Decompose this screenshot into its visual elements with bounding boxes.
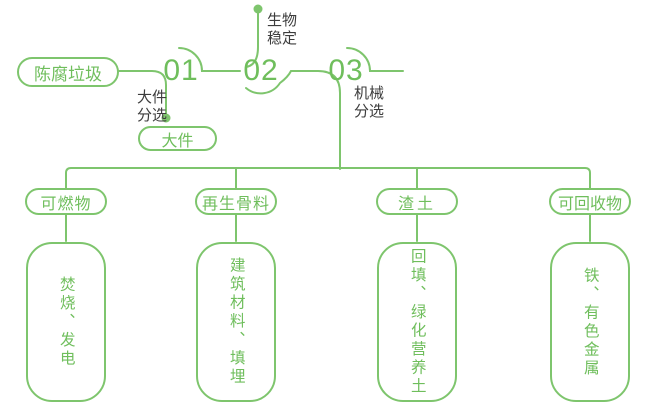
outcome-box-combustibles: 焚烧、发电 — [26, 242, 106, 402]
category-label: 再生骨料 — [201, 195, 270, 213]
step-label-mechanical-sorting: 机械 分选 — [354, 85, 385, 120]
arc-step02-and-feed — [245, 70, 341, 170]
category-pill-recyclables: 可回收物 — [549, 188, 631, 215]
category-label: 可燃物 — [40, 195, 92, 213]
step-label-bulky-sorting: 大件 分选 — [137, 89, 168, 124]
outcome-text: 焚烧、发电 — [57, 275, 75, 369]
arc-step01 — [178, 47, 241, 72]
category-pill-combustibles: 可燃物 — [25, 188, 107, 215]
outcome-text: 建筑材料、填埋 — [227, 257, 245, 387]
line-source-to-step01 — [118, 70, 167, 115]
bulky-dot — [161, 113, 171, 123]
source-node-label: 陈腐垃圾 — [34, 64, 102, 84]
outcome-box-recycled-aggregate: 建筑材料、填埋 — [196, 242, 276, 402]
bulky-node: 大件 — [138, 126, 217, 151]
category-pill-recycled-aggregate: 再生骨料 — [195, 188, 277, 215]
outcome-box-slag-soil: 回填、绿化营养土 — [377, 242, 457, 402]
line-biostable-to-step02 — [245, 12, 259, 68]
bulky-node-label: 大件 — [161, 132, 194, 150]
step-number-02: 02 — [243, 54, 279, 87]
category-pill-slag-soil: 渣土 — [376, 188, 458, 215]
source-node: 陈腐垃圾 — [17, 57, 119, 87]
arc-step03 — [346, 47, 404, 72]
outcome-text: 回填、绿化营养土 — [408, 248, 426, 396]
category-label: 可回收物 — [557, 195, 622, 213]
step-number-01: 01 — [163, 54, 199, 87]
step-label-bio-stabilization: 生物 稳定 — [267, 12, 298, 47]
category-label: 渣土 — [397, 195, 436, 213]
outcome-box-recyclables: 铁、有色金属 — [550, 242, 630, 402]
branch-bus — [65, 167, 591, 190]
outcome-text: 铁、有色金属 — [581, 266, 599, 378]
biostable-dot — [253, 4, 263, 14]
step-number-03: 03 — [328, 54, 364, 87]
